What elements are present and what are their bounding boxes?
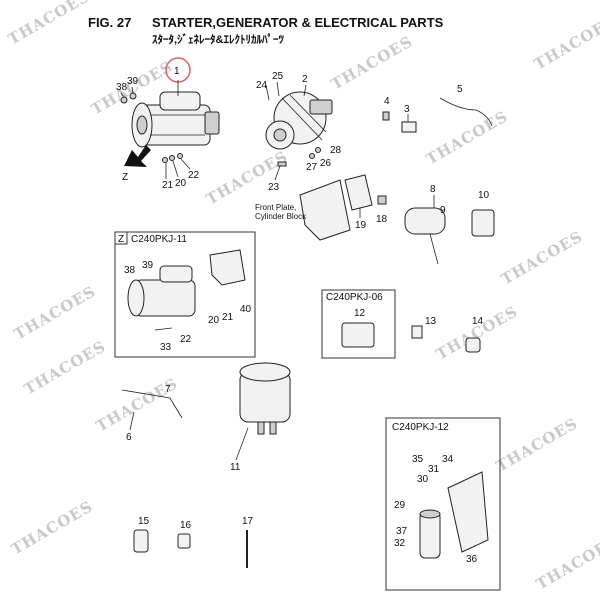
callout-7: 7 bbox=[165, 384, 171, 395]
callout-5: 5 bbox=[457, 84, 463, 95]
watermark-text: THACOES bbox=[531, 12, 600, 73]
bolt-drawing bbox=[382, 111, 390, 121]
watermark-text: THACOES bbox=[423, 107, 511, 168]
callout-23: 23 bbox=[268, 182, 280, 193]
watermark-text: THACOES bbox=[203, 147, 291, 208]
page-title: STARTER,GENERATOR & ELECTRICAL PARTS bbox=[152, 15, 444, 30]
wire-drawing bbox=[439, 97, 493, 127]
callout-35: 35 bbox=[412, 454, 424, 465]
callout-25: 25 bbox=[272, 71, 284, 82]
sensor-drawing bbox=[401, 121, 417, 133]
inset-box-c240pkj-06 bbox=[321, 289, 396, 359]
front-plate-drawing bbox=[299, 179, 351, 241]
callout-16: 16 bbox=[180, 520, 192, 531]
callout-24: 24 bbox=[256, 80, 268, 91]
callout-30: 30 bbox=[417, 474, 429, 485]
callout-36: 36 bbox=[466, 554, 478, 565]
watermark-text: THACOES bbox=[498, 227, 586, 288]
inset-title-c240pkj-06: C240PKJ-06 bbox=[326, 292, 383, 303]
watermark-text: THACOES bbox=[11, 282, 99, 343]
heater-relay-drawing bbox=[239, 362, 291, 435]
relay-inset-drawing bbox=[341, 322, 375, 348]
starter-motor-drawing bbox=[131, 91, 220, 148]
callout-18: 18 bbox=[376, 214, 388, 225]
fig-label: FIG. 27 bbox=[88, 15, 132, 30]
callout-3: 3 bbox=[404, 104, 410, 115]
callout-32: 32 bbox=[394, 538, 406, 549]
watermark-text: THACOES bbox=[328, 32, 416, 93]
inset-callout-39: 39 bbox=[142, 260, 154, 271]
inset-box-c240pkj-11 bbox=[114, 231, 256, 358]
switch-drawing bbox=[411, 325, 423, 339]
bolt-drawing bbox=[377, 195, 387, 205]
page-subtitle: ｽﾀｰﾀ,ｼﾞｪﾈﾚｰﾀ&ｴﾚｸﾄﾘｶﾙﾊﾟｰﾂ bbox=[152, 34, 284, 46]
clamp-drawing bbox=[465, 337, 481, 353]
callout-19: 19 bbox=[355, 220, 367, 231]
sensor-drawing bbox=[177, 533, 191, 549]
callout-21: 21 bbox=[162, 180, 174, 191]
inset-title-c240pkj-12: C240PKJ-12 bbox=[392, 422, 449, 433]
inset-starter-drawing bbox=[127, 249, 246, 317]
alternator-drawing bbox=[265, 91, 333, 150]
watermark-text: THACOES bbox=[8, 497, 96, 558]
watermark-text: THACOES bbox=[433, 302, 521, 363]
fuel-pump-drawing bbox=[419, 471, 489, 559]
view-z-label: Z bbox=[122, 172, 128, 183]
callout-4: 4 bbox=[384, 96, 390, 107]
callout-15: 15 bbox=[138, 516, 150, 527]
callout-6: 6 bbox=[126, 432, 132, 443]
inset-title-c240pkj-11: C240PKJ-11 bbox=[131, 234, 187, 245]
inset-z-badge bbox=[114, 231, 128, 245]
watermark-text: THACOES bbox=[21, 337, 109, 398]
inset-callout-21: 21 bbox=[222, 312, 234, 323]
callout-20: 20 bbox=[175, 178, 187, 189]
callout-13: 13 bbox=[425, 316, 437, 327]
inset-callout-40: 40 bbox=[240, 304, 252, 315]
callout-9: 9 bbox=[440, 205, 446, 216]
callout-10: 10 bbox=[478, 190, 490, 201]
callout-31: 31 bbox=[428, 464, 440, 475]
harness-drawing bbox=[121, 389, 183, 419]
callout-27: 27 bbox=[306, 162, 318, 173]
inset-box-c240pkj-12 bbox=[385, 417, 501, 591]
watermark-text: THACOES bbox=[5, 0, 93, 48]
callout-37: 37 bbox=[396, 526, 408, 537]
inset-z-label: Z bbox=[118, 234, 124, 245]
callout-14: 14 bbox=[472, 316, 484, 327]
cap-drawing bbox=[133, 529, 149, 553]
watermark-text: THACOES bbox=[533, 532, 600, 593]
callout-11: 11 bbox=[230, 462, 241, 473]
callout-22: 22 bbox=[188, 170, 200, 181]
bracket-drawing bbox=[344, 174, 373, 211]
callout-34: 34 bbox=[442, 454, 454, 465]
callout-26: 26 bbox=[320, 158, 332, 169]
inset-callout-20: 20 bbox=[208, 315, 220, 326]
solenoid-drawing bbox=[404, 207, 446, 265]
callout-28: 28 bbox=[330, 145, 342, 156]
watermark-layer: THACOES THACOES THACOES THACOES THACOES … bbox=[5, 0, 600, 593]
callout-29: 29 bbox=[394, 500, 406, 511]
callout-12: 12 bbox=[354, 308, 366, 319]
inset-callout-38: 38 bbox=[124, 265, 136, 276]
relay-drawing bbox=[471, 209, 495, 237]
callout-1: 1 bbox=[174, 66, 180, 77]
watermark-text: THACOES bbox=[493, 414, 581, 475]
callout-2: 2 bbox=[302, 74, 308, 85]
direction-arrow-icon bbox=[124, 145, 151, 167]
front-plate-label: Front Plate, bbox=[255, 203, 296, 212]
inset-callout-33: 33 bbox=[160, 342, 172, 353]
cylinder-block-label: Cylinder Block bbox=[255, 212, 307, 221]
inset-callout-22: 22 bbox=[180, 334, 192, 345]
callout-38: 38 bbox=[116, 82, 128, 93]
callout-17: 17 bbox=[242, 516, 254, 527]
callout-8: 8 bbox=[430, 184, 436, 195]
callout-39: 39 bbox=[127, 76, 139, 87]
